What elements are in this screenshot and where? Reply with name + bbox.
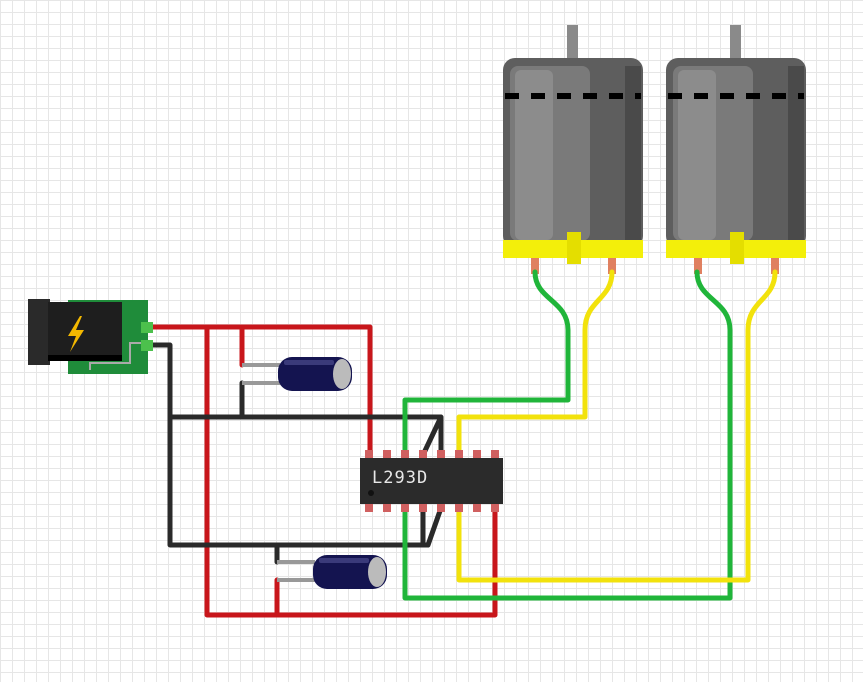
wire-ground [147, 342, 444, 565]
chip-label: L293D [372, 468, 428, 488]
wire-motor2-a [402, 269, 733, 601]
motor-2[interactable] [666, 25, 806, 274]
l293d-chip[interactable]: L293D [360, 450, 503, 512]
capacitor-2[interactable] [277, 555, 387, 589]
lightning-bolt-icon [68, 316, 84, 352]
wire-motor2-b [456, 269, 778, 583]
power-jack[interactable] [28, 299, 153, 374]
capacitor-1[interactable] [242, 357, 352, 391]
wire-power [147, 324, 498, 618]
wire-motor1-a [402, 269, 571, 458]
motor-1[interactable] [503, 25, 643, 274]
wire-motor1-b [456, 269, 615, 458]
